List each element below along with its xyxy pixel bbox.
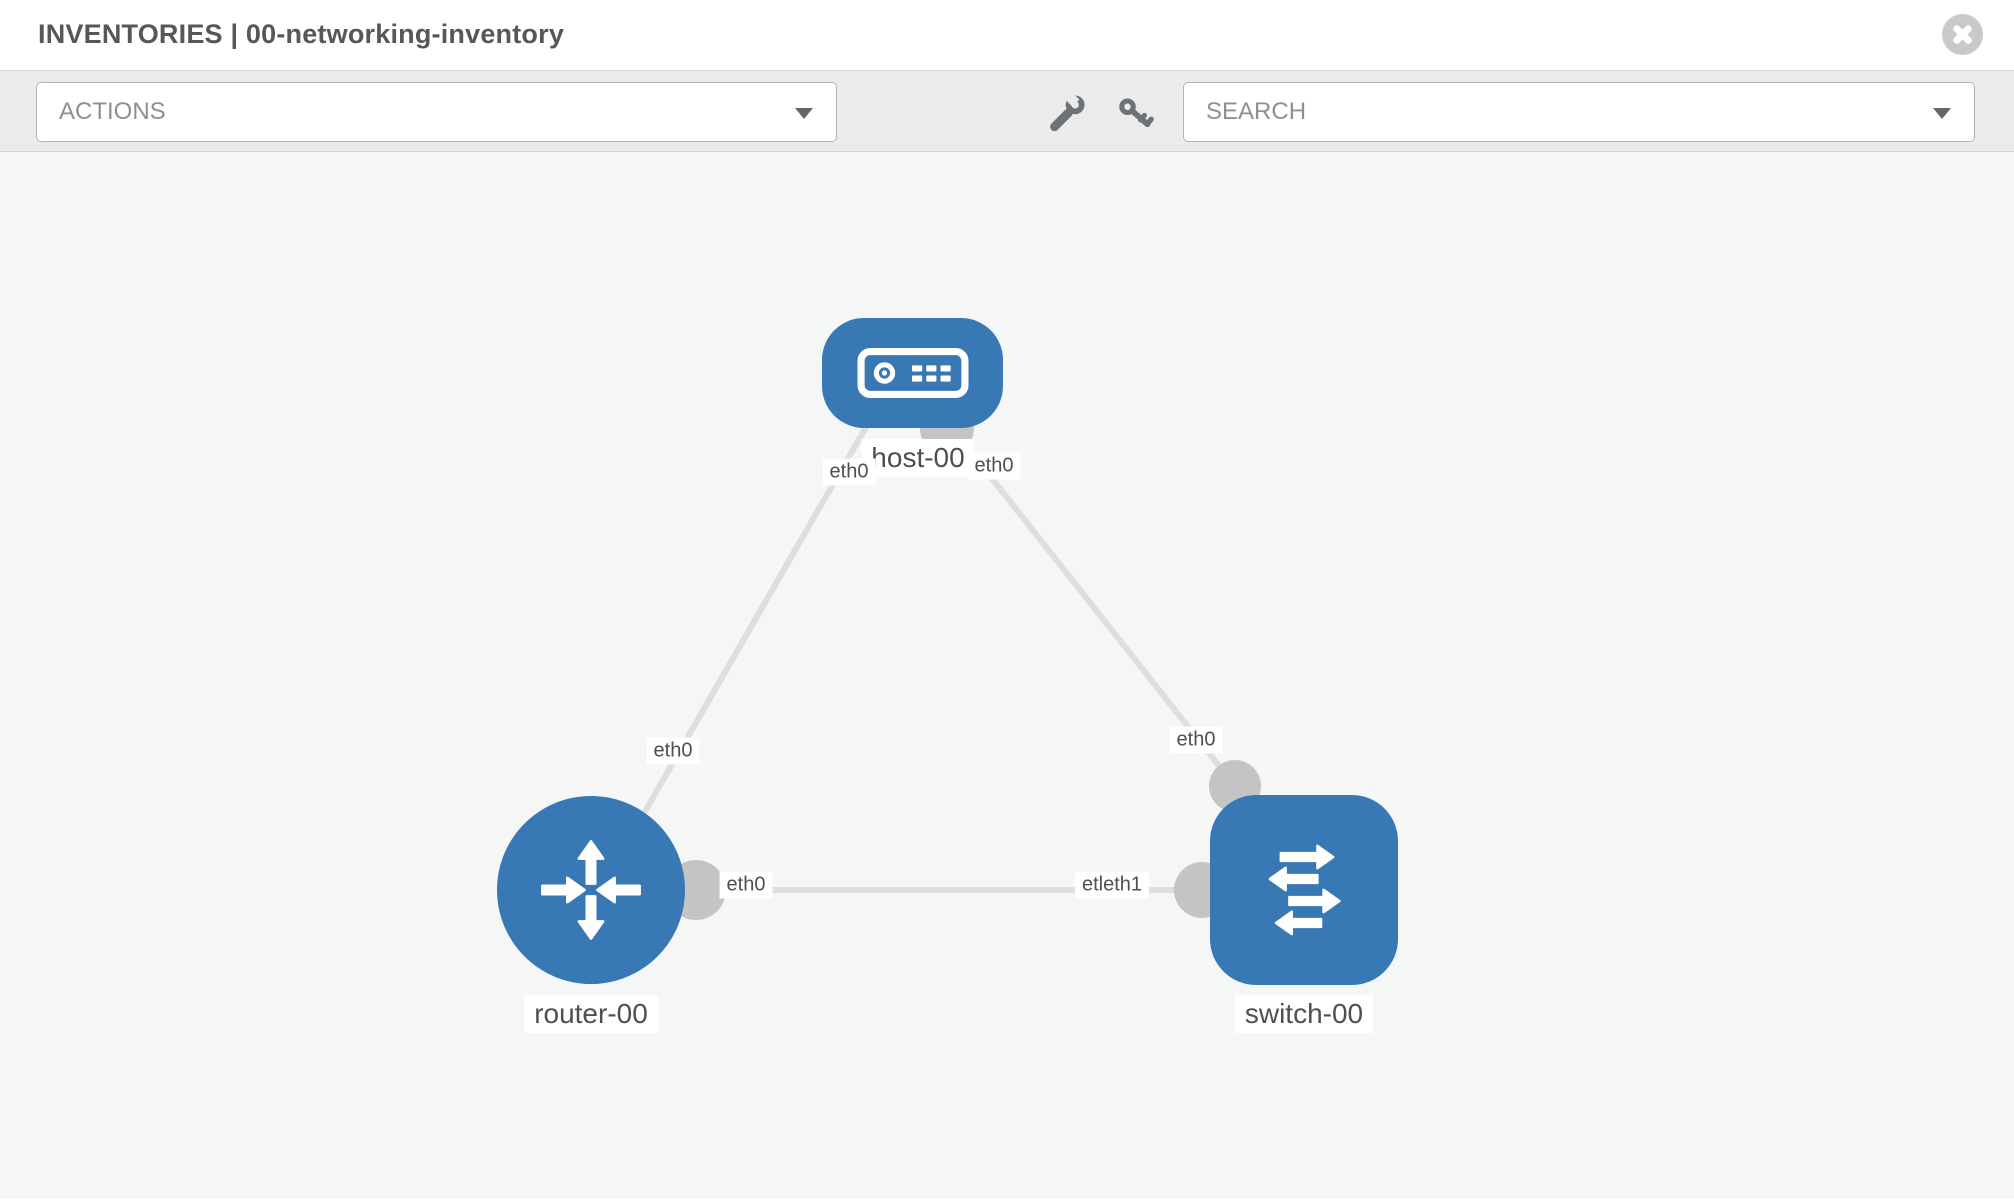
link-host-switch[interactable] xyxy=(949,426,1238,788)
search-placeholder: SEARCH xyxy=(1206,98,1307,125)
key-icon xyxy=(1119,98,1154,128)
node-label-host: host-00 xyxy=(861,439,975,477)
node-router-00[interactable] xyxy=(497,796,685,984)
iface-label-host-to-switch: eth0 xyxy=(967,452,1021,480)
toolbar: ACTIONS SEARCH xyxy=(0,71,2014,152)
search-dropdown[interactable]: SEARCH xyxy=(1183,82,1975,142)
host-icon xyxy=(857,348,968,398)
switch-icon xyxy=(1268,844,1341,936)
actions-dropdown[interactable]: ACTIONS xyxy=(36,82,837,142)
iface-label-switch-to-host: eth0 xyxy=(1169,726,1223,754)
chevron-down-icon xyxy=(795,108,813,119)
key-button[interactable] xyxy=(1114,92,1156,134)
topology-canvas[interactable]: host-00 router-00 switch-00 eth0 eth0 et… xyxy=(0,152,2014,1199)
router-icon xyxy=(541,840,641,940)
topology-links-layer xyxy=(637,401,1261,920)
page-title: INVENTORIES | 00-networking-inventory xyxy=(38,19,565,49)
close-icon[interactable] xyxy=(1942,14,1983,55)
iface-label-router-to-switch: eth0 xyxy=(719,871,773,899)
configure-button[interactable] xyxy=(1046,92,1088,134)
node-label-switch: switch-00 xyxy=(1234,995,1374,1033)
chevron-down-icon xyxy=(1933,108,1951,119)
iface-label-router-to-host: eth0 xyxy=(646,737,700,765)
header-bar: INVENTORIES | 00-networking-inventory xyxy=(0,0,2014,71)
node-label-router: router-00 xyxy=(524,995,658,1033)
iface-label-switch-to-router: etleth1 xyxy=(1074,871,1150,899)
actions-dropdown-label: ACTIONS xyxy=(59,98,166,125)
iface-label-host-to-router: eth0 xyxy=(822,458,876,486)
node-switch-00[interactable] xyxy=(1210,795,1398,985)
wrench-icon xyxy=(1050,93,1085,132)
node-host-00[interactable] xyxy=(822,318,1003,428)
